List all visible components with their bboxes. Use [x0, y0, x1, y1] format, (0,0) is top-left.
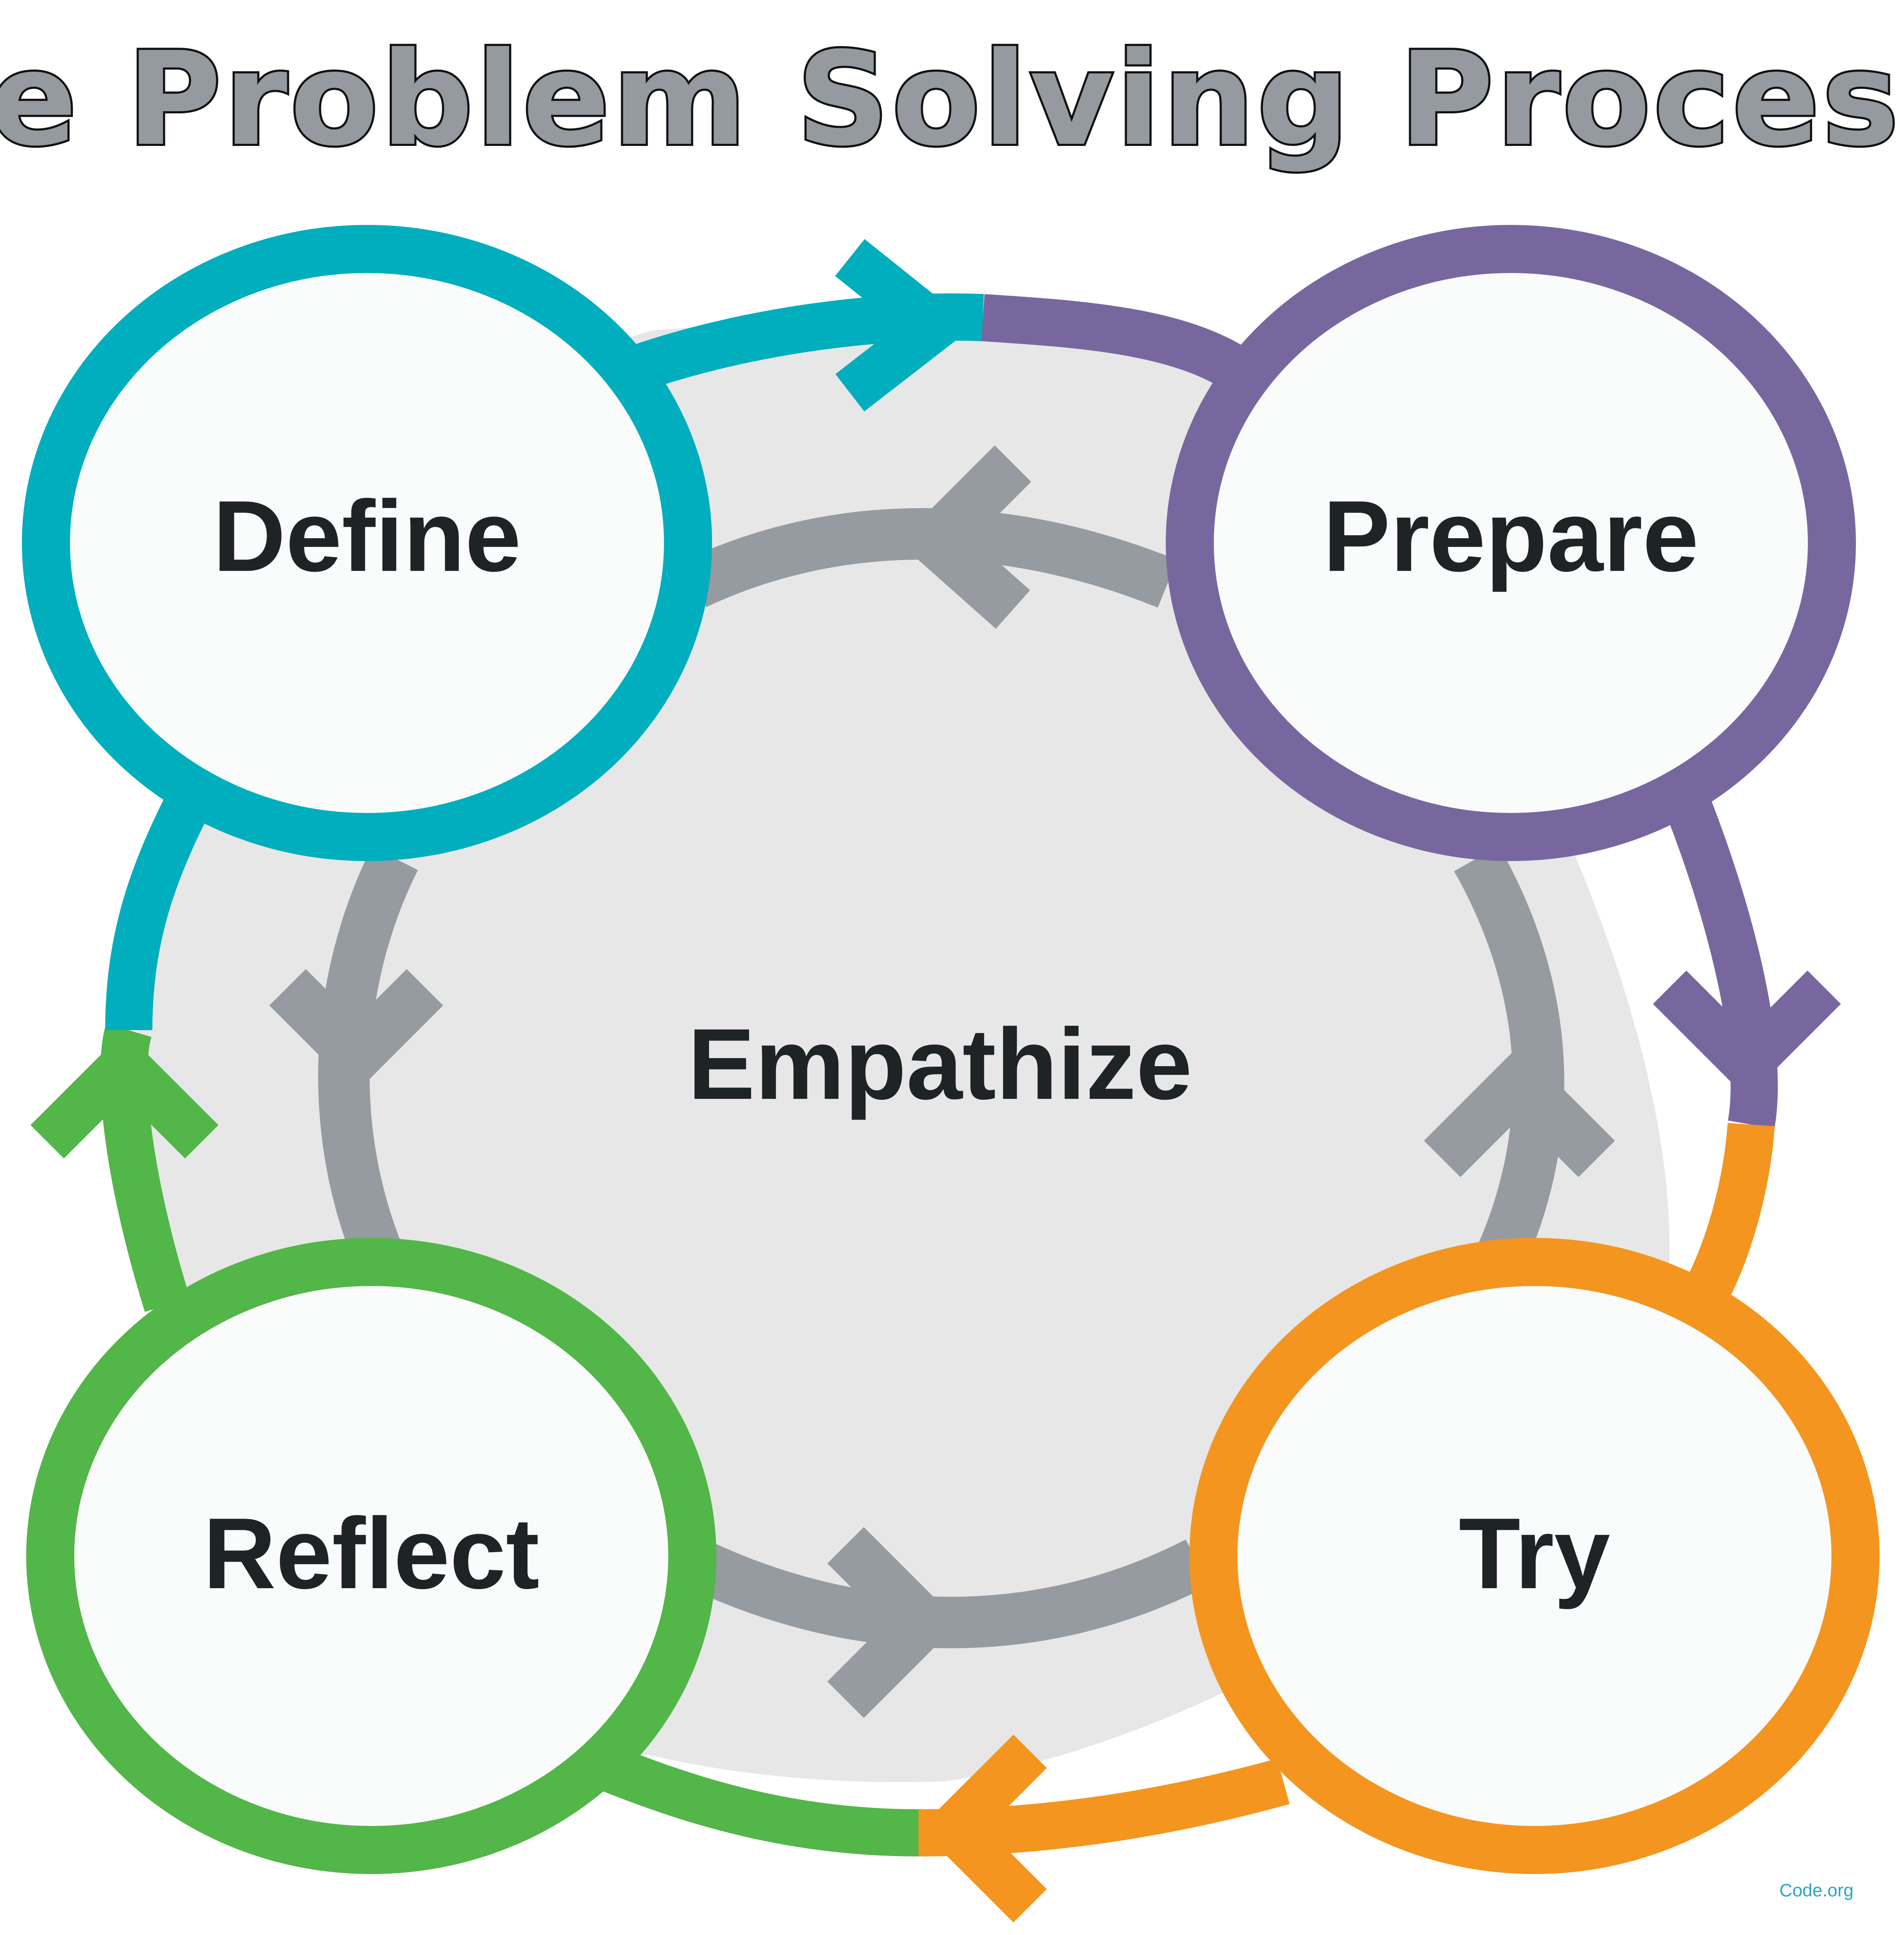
node-prepare-label: Prepare: [1323, 479, 1698, 592]
node-reflect-circle: [26, 1238, 716, 1874]
outer-arc-prepare-to-try-tail: [1687, 1122, 1775, 1298]
diagram-title: The Problem Solving Process: [0, 24, 1904, 174]
outer-arrowheads: [30, 239, 1841, 1923]
inner-arrowhead-right-icon: [827, 1527, 959, 1718]
node-try-circle: [1189, 1238, 1880, 1874]
outer-arc-try-to-reflect-tail: [600, 1746, 919, 1856]
outer-arrowhead-up-icon: [30, 1031, 218, 1159]
outer-arrowhead-down-icon: [1653, 971, 1841, 1098]
node-reflect: Reflect: [26, 1238, 716, 1874]
node-try: Try: [1189, 1238, 1880, 1874]
credit-label: Code.org: [1780, 1880, 1854, 1900]
node-define-label: Define: [213, 479, 521, 592]
outer-arrowhead-right-icon: [835, 239, 974, 412]
node-try-label: Try: [1459, 1497, 1610, 1610]
node-define-circle: [22, 225, 712, 861]
inner-arc-try-to-prepare: [1454, 846, 1564, 1264]
inner-arrowhead-left-icon: [898, 445, 1031, 629]
inner-arrowhead-up-icon: [1424, 1045, 1615, 1177]
node-prepare: Prepare: [1166, 225, 1856, 861]
inner-arrowhead-down-icon: [269, 969, 443, 1092]
node-define: Define: [22, 225, 712, 861]
outer-arrowhead-left-icon: [919, 1735, 1047, 1923]
outer-arc-define-to-prepare-tail: [981, 294, 1269, 400]
center-label: Empathize: [688, 1007, 1192, 1120]
node-reflect-label: Reflect: [203, 1497, 540, 1610]
node-prepare-circle: [1166, 225, 1856, 861]
inner-arrowheads: [269, 445, 1615, 1718]
